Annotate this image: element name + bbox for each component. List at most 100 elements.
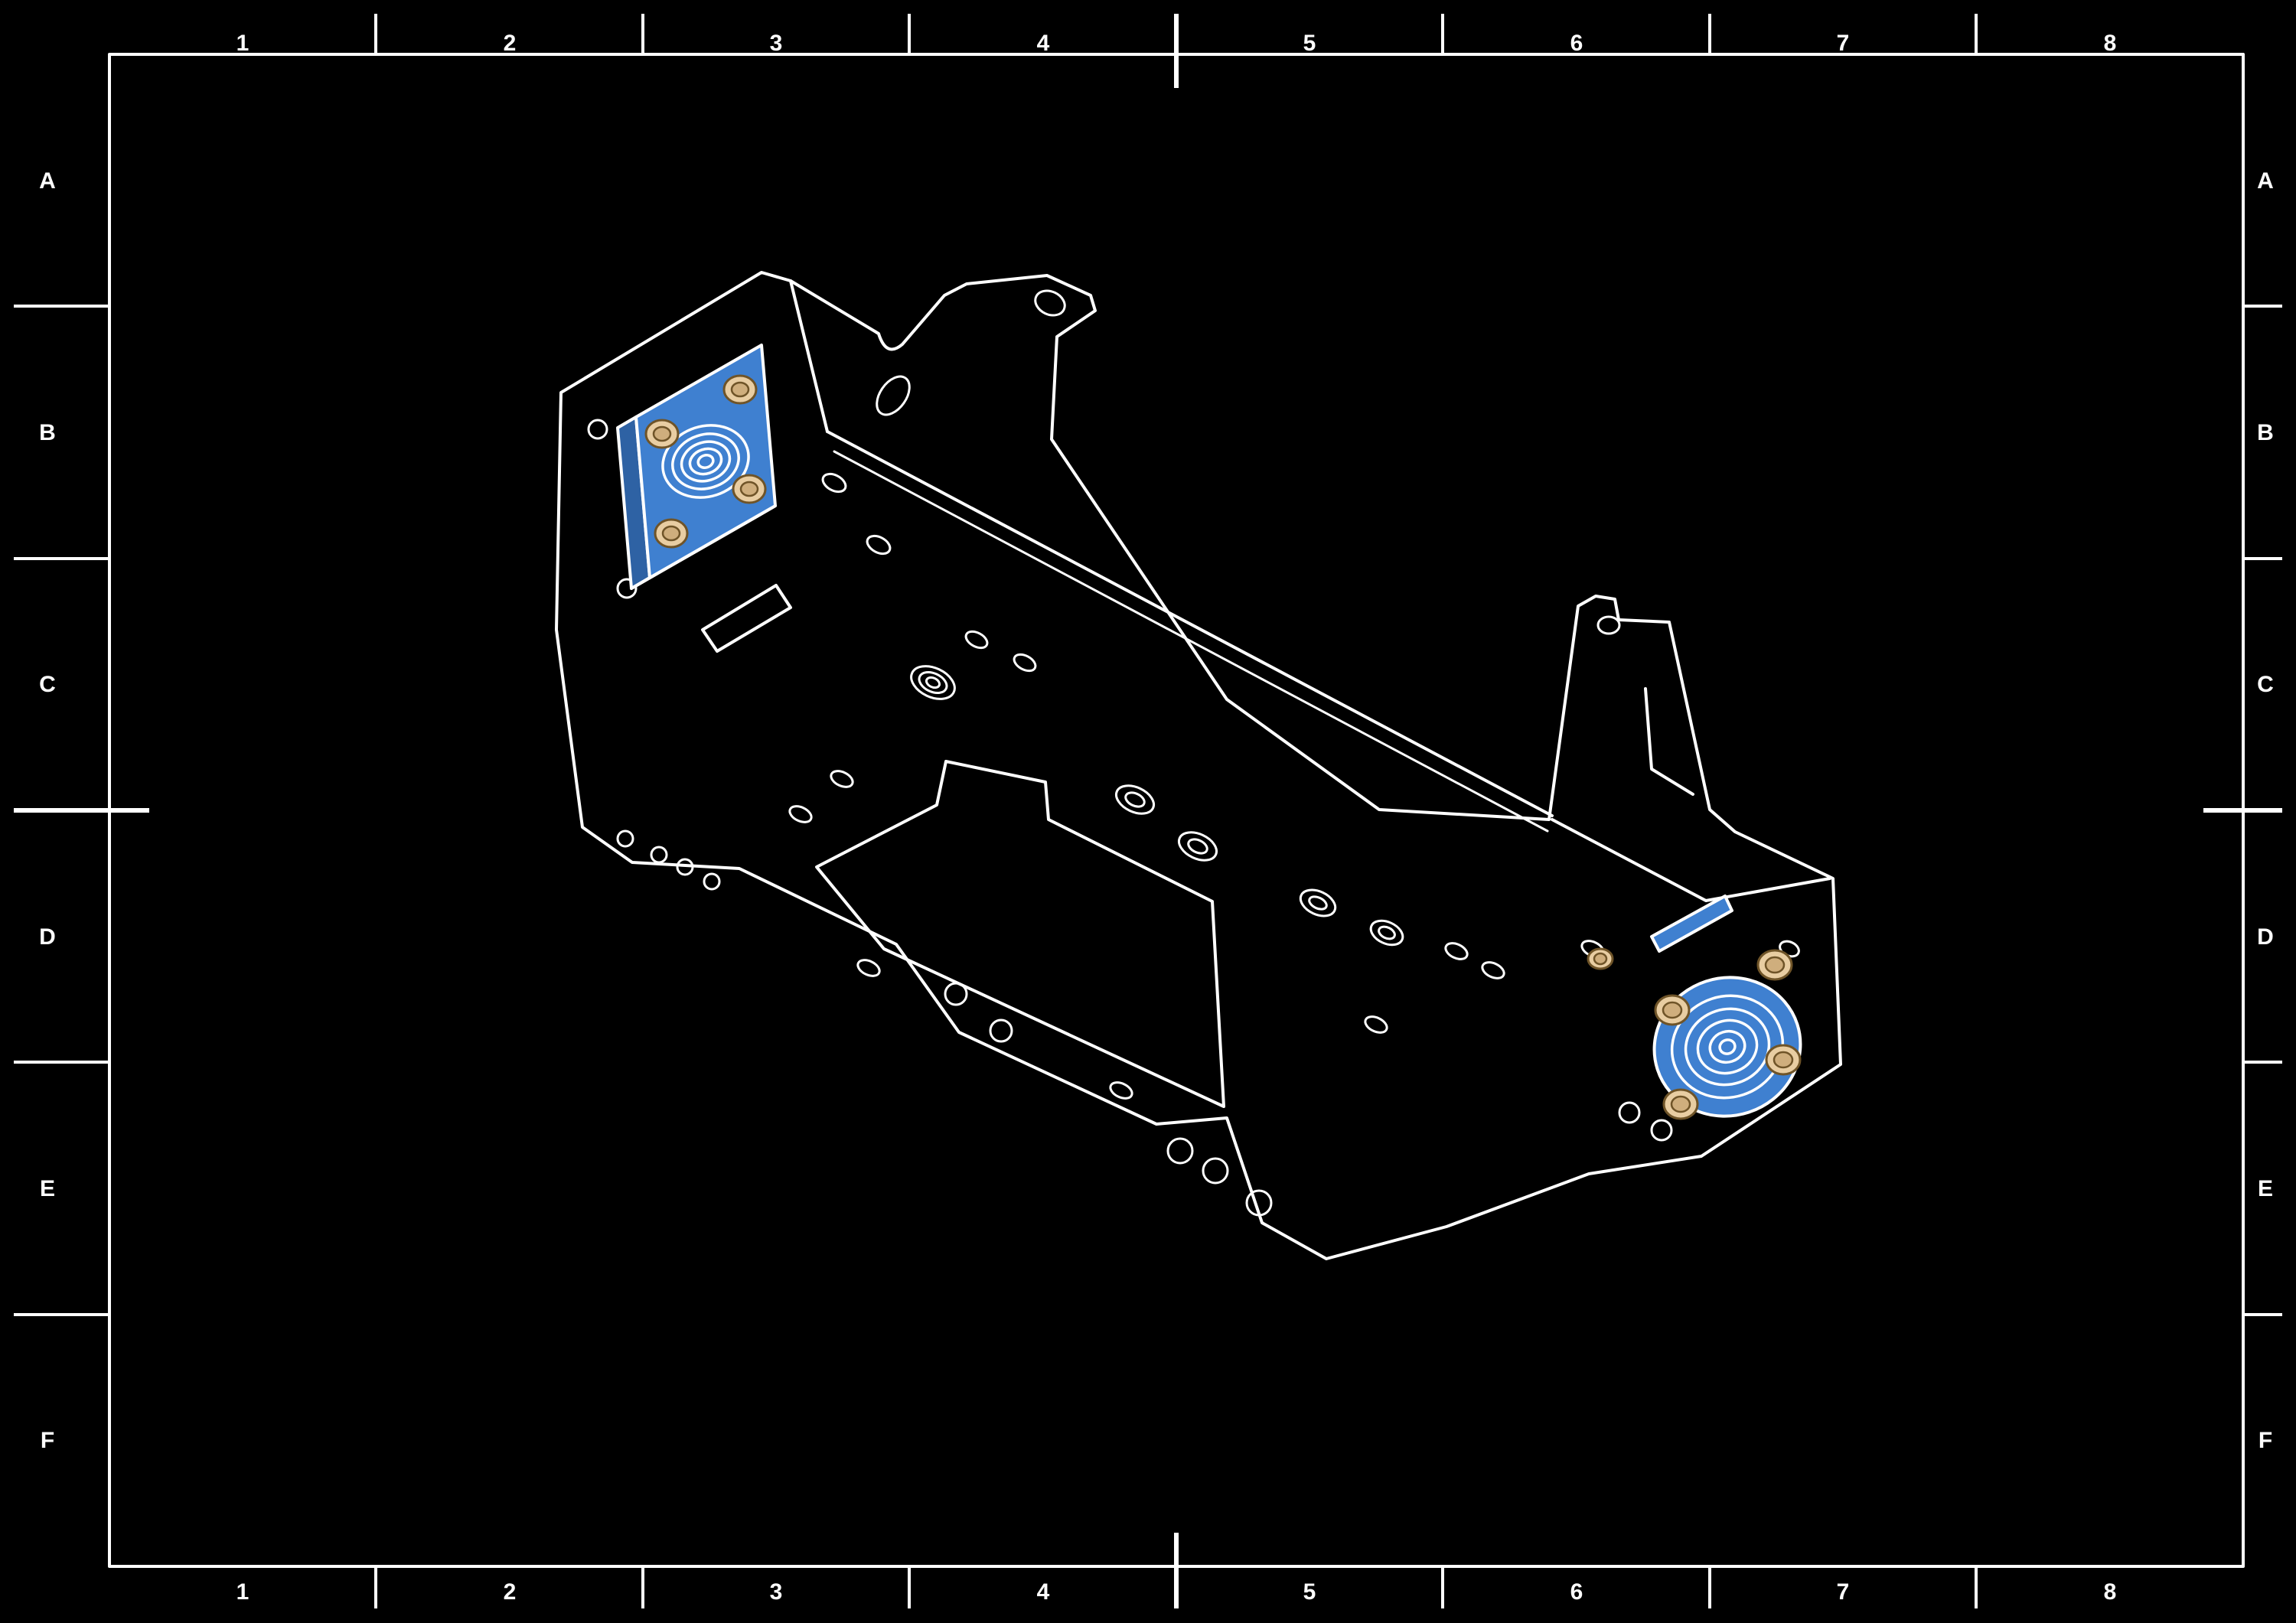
hole	[1618, 1101, 1641, 1124]
hole	[856, 959, 881, 977]
zone-label: 7	[1837, 1579, 1850, 1605]
zone-label: A	[2257, 168, 2274, 194]
floor-right-fold	[1551, 818, 1831, 902]
boss	[1114, 784, 1156, 815]
skirt-hole-row	[616, 829, 721, 891]
bearing-block-rings	[661, 424, 750, 499]
cap-screw	[722, 374, 758, 405]
hole	[989, 1018, 1013, 1043]
zone-label: B	[39, 420, 56, 445]
bearing-flange-rings	[1652, 976, 1802, 1118]
zone-ticks-bottom	[374, 1533, 1978, 1608]
part-drawing	[555, 271, 1842, 1260]
hole	[1202, 1157, 1229, 1185]
zone-label: 8	[2104, 31, 2117, 56]
cap-screw	[1587, 947, 1614, 970]
zone-label: 5	[1303, 1579, 1316, 1605]
floor-cutout	[815, 760, 1225, 1108]
zone-label: E	[40, 1176, 55, 1201]
back-wall-holes	[821, 472, 1037, 673]
bracket-notch	[1644, 687, 1694, 796]
bearing-flange-body	[1652, 976, 1802, 1118]
zone-label: F	[41, 1428, 54, 1453]
cap-screw	[732, 474, 767, 504]
hole	[944, 982, 968, 1006]
chassis-fold-lines	[789, 279, 1831, 902]
zone-label: A	[39, 168, 56, 194]
hole	[587, 419, 608, 440]
zone-labels-top: 1 2 3 4 5 6 7 8	[236, 31, 2117, 56]
hole	[1166, 1137, 1194, 1165]
hole	[1650, 1119, 1673, 1142]
bearing-flange	[1652, 949, 1802, 1120]
back-wall-thickness-edge	[833, 450, 1549, 833]
zone-label: 1	[236, 31, 249, 56]
zone-label: 2	[504, 31, 517, 56]
back-wall-top-edge	[826, 430, 1554, 817]
zone-label: 6	[1570, 31, 1583, 56]
hole	[1245, 1189, 1273, 1217]
zone-label: C	[2257, 672, 2274, 697]
cap-screw	[1765, 1044, 1802, 1076]
bearing-block-screws	[644, 374, 767, 549]
zone-ticks-top	[374, 14, 1978, 88]
wall-slot	[701, 584, 792, 653]
boss	[1177, 831, 1218, 862]
hole	[650, 846, 668, 864]
zone-label: 4	[1037, 1579, 1050, 1605]
hole	[1444, 942, 1469, 960]
wall-holes	[587, 419, 638, 599]
zone-label: E	[2258, 1176, 2273, 1201]
zone-label: B	[2257, 420, 2274, 445]
zone-label: 7	[1837, 31, 1850, 56]
hole	[703, 872, 721, 891]
zone-label: 8	[2104, 1579, 2117, 1605]
hole	[866, 534, 892, 556]
apron-holes	[944, 982, 1673, 1217]
zone-label: C	[39, 672, 56, 697]
hole	[616, 829, 634, 848]
hole	[788, 805, 813, 823]
zone-label: 5	[1303, 31, 1316, 56]
hole	[1013, 653, 1037, 673]
chassis-outline	[555, 271, 1842, 1260]
sheet-frame: 1 2 3 4 5 6 7 8 1 2 3 4 5 6 7 8 A B C D …	[14, 14, 2282, 1608]
hole	[616, 578, 638, 599]
hole	[1109, 1081, 1133, 1100]
hole	[830, 770, 854, 788]
hole	[1481, 961, 1505, 979]
hook-cutout-hole	[876, 375, 911, 416]
zone-labels-left: A B C D E F	[39, 168, 56, 1453]
zone-label: D	[2257, 924, 2274, 950]
floor-bosses	[910, 665, 1404, 947]
zone-label: 1	[236, 1579, 249, 1605]
tab-hole	[1034, 289, 1066, 317]
rail-strip	[1587, 895, 1733, 970]
cap-screw	[1662, 1088, 1699, 1120]
cap-screw	[644, 419, 680, 449]
boss	[1369, 919, 1404, 947]
hole	[1364, 1015, 1388, 1034]
zone-label: D	[39, 924, 56, 950]
boss	[910, 665, 956, 700]
rail-strip-face	[1650, 895, 1733, 953]
bearing-block	[616, 344, 777, 590]
hole	[676, 858, 694, 876]
hole	[964, 630, 989, 650]
cap-screw	[1654, 994, 1691, 1026]
wall-edge	[789, 279, 829, 433]
cap-screw	[1756, 949, 1793, 981]
zone-ticks-right	[2203, 305, 2282, 1316]
zone-label: 6	[1570, 1579, 1583, 1605]
zone-labels-right: A B C D E F	[2257, 168, 2274, 1453]
zone-label: F	[2258, 1428, 2272, 1453]
zone-label: 2	[504, 1579, 517, 1605]
boss	[1299, 888, 1337, 917]
zone-labels-bottom: 1 2 3 4 5 6 7 8	[236, 1579, 2117, 1605]
zone-ticks-left	[14, 305, 149, 1316]
hole	[821, 472, 847, 494]
cap-screw	[654, 518, 689, 549]
bearing-flange-screws	[1654, 949, 1802, 1120]
zone-label: 3	[770, 31, 783, 56]
